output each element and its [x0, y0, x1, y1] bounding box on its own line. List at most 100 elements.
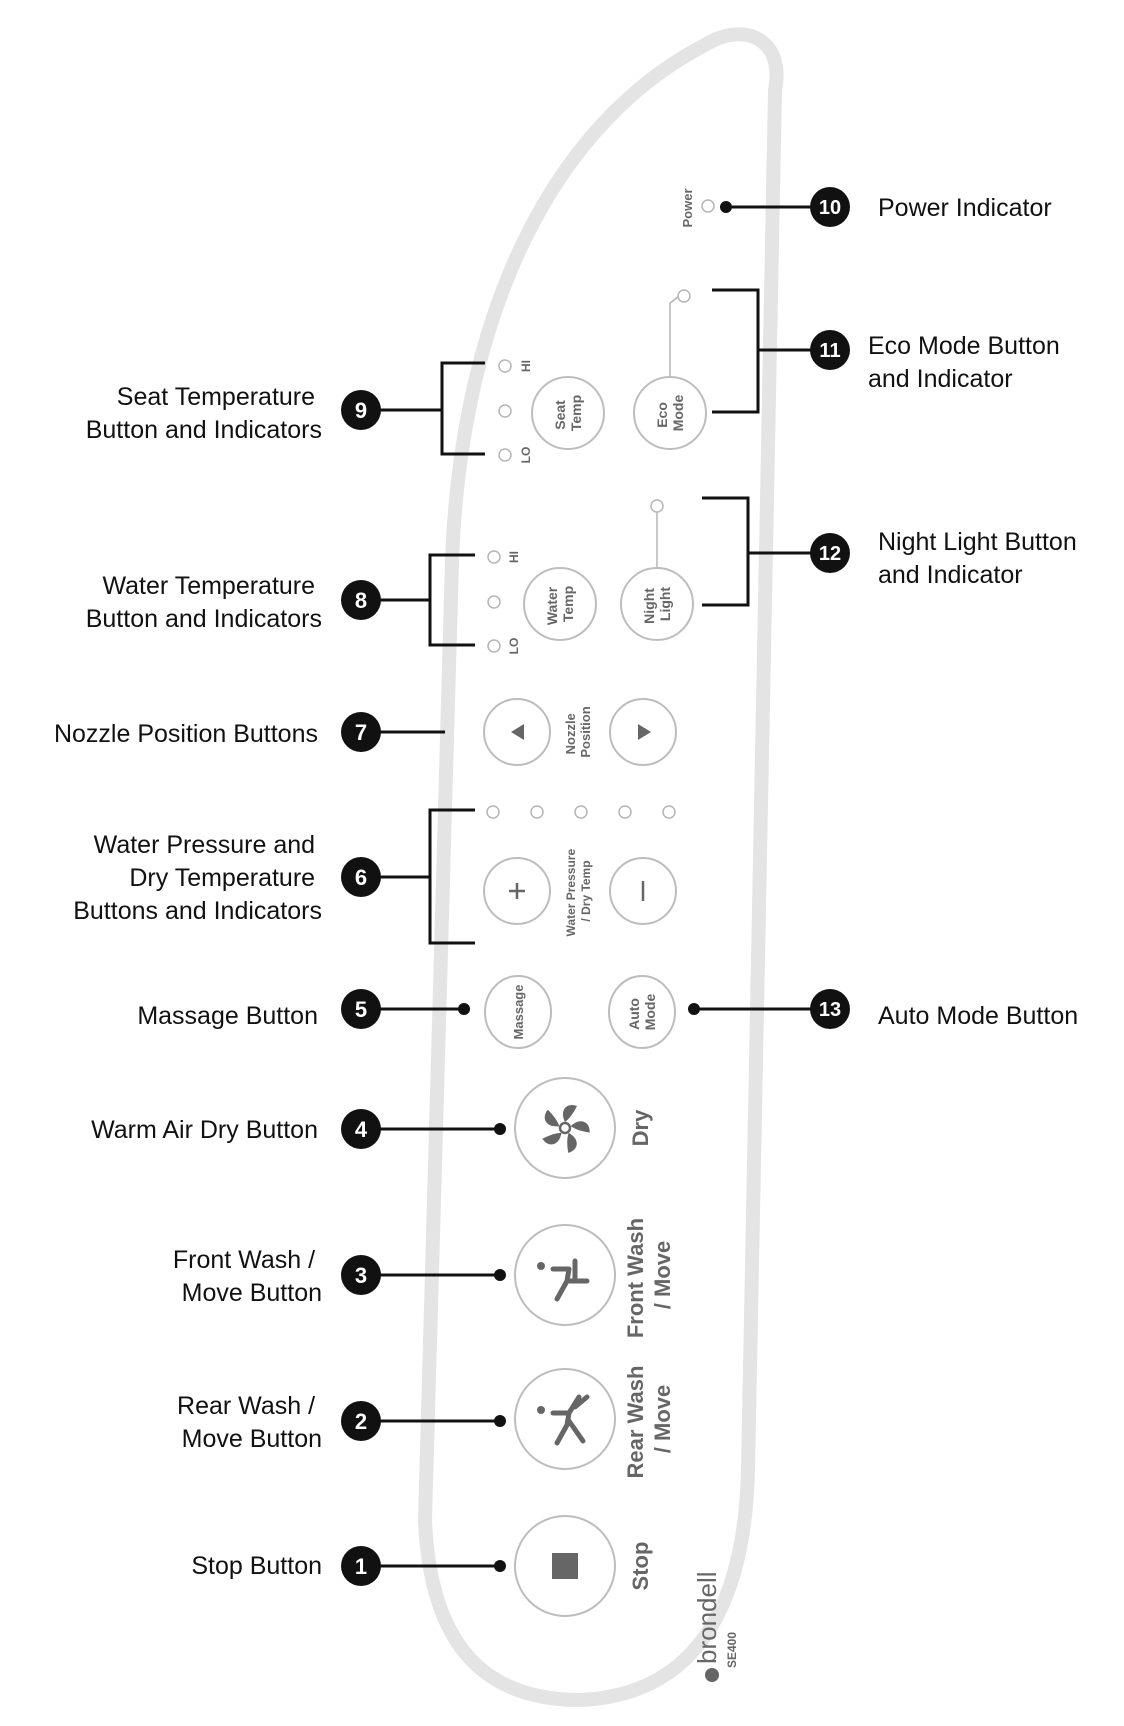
badge-10: 10 — [810, 187, 850, 227]
svg-text:Water Pressure / Dry Temp: Water Pressure / Dry Temp — [564, 846, 593, 937]
badge-2: 2 — [341, 1401, 381, 1441]
power-label: Power — [680, 188, 695, 227]
model-name: SE400 — [725, 1632, 739, 1668]
auto-mode-button[interactable]: Auto Mode — [608, 975, 676, 1049]
nozzle-left-button[interactable] — [483, 698, 551, 766]
label-massage: Massage Button — [137, 1002, 318, 1030]
badge-1: 1 — [341, 1546, 381, 1586]
badge-7: 7 — [341, 712, 381, 752]
water-lo-label: LO — [507, 638, 521, 655]
label-auto-mode: Auto Mode Button — [878, 1002, 1078, 1030]
power-indicator: Power — [680, 188, 715, 228]
label-front-wash: Front Wash / Move Button — [173, 1246, 322, 1307]
plus-icon — [509, 883, 525, 899]
svg-text:Auto Mode: Auto Mode — [626, 994, 658, 1031]
night-light-line-1: Night — [641, 588, 657, 624]
dry-button[interactable] — [514, 1077, 616, 1179]
rear-wash-line-1: Rear Wash — [623, 1366, 648, 1479]
label-water-pressure: Water Pressure and Dry Temperature Butto… — [73, 831, 322, 925]
label-stop-button: Stop Button — [191, 1552, 322, 1580]
svg-text:Nozzle Position: Nozzle Position — [563, 706, 593, 757]
triangle-right-icon — [638, 724, 651, 740]
massage-button[interactable]: Massage — [484, 975, 552, 1049]
label-warm-air-dry: Warm Air Dry Button — [91, 1116, 318, 1144]
front-wash-icon — [537, 1258, 590, 1302]
eco-mode-indicator — [669, 289, 691, 380]
label-water-temp: Water Temperature Button and Indicators — [86, 572, 322, 633]
label-power-indicator: Power Indicator — [878, 194, 1052, 222]
rear-wash-button[interactable] — [514, 1368, 616, 1470]
svg-text:4: 4 — [355, 1117, 368, 1142]
badge-9: 9 — [341, 390, 381, 430]
svg-text:Rear Wash / Move: Rear Wash / Move — [623, 1359, 675, 1478]
nozzle-label-line-2: Position — [578, 706, 593, 757]
auto-mode-line-2: Mode — [642, 994, 658, 1031]
nozzle-right-button[interactable] — [609, 698, 677, 766]
svg-text:9: 9 — [355, 398, 367, 423]
svg-text:Front Wash / Move: Front Wash / Move — [623, 1212, 675, 1338]
label-eco-mode: Eco Mode Button and Indicator — [868, 332, 1067, 393]
seat-temp-indicators: HI LO — [498, 359, 533, 464]
water-pressure-indicators — [486, 805, 676, 819]
svg-text:7: 7 — [355, 720, 367, 745]
water-pressure-line-1: Water Pressure — [564, 849, 578, 937]
water-temp-indicators: HI LO — [487, 550, 521, 655]
water-hi-label: HI — [507, 551, 521, 563]
massage-label: Massage — [511, 985, 526, 1040]
svg-text:Eco Mode: Eco Mode — [654, 395, 686, 432]
water-pressure-plus-button[interactable] — [483, 857, 551, 925]
triangle-left-icon — [511, 724, 524, 740]
stop-button[interactable] — [514, 1515, 616, 1617]
badge-11: 11 — [810, 330, 850, 370]
nozzle-label-line-1: Nozzle — [563, 713, 578, 754]
callout-labels: Stop Button Rear Wash / Move Button Fron… — [54, 194, 1084, 1580]
badge-12: 12 — [810, 533, 850, 573]
label-nozzle-position: Nozzle Position Buttons — [54, 720, 318, 748]
svg-text:2: 2 — [355, 1409, 367, 1434]
front-wash-button[interactable] — [514, 1224, 616, 1326]
svg-text:Seat Temp: Seat Temp — [552, 395, 584, 431]
water-temp-line-2: Temp — [560, 586, 576, 622]
svg-text:Night Light: Night Light — [641, 584, 673, 624]
seat-temp-line-2: Temp — [568, 395, 584, 431]
eco-mode-line-2: Mode — [670, 395, 686, 432]
svg-text:6: 6 — [355, 865, 367, 890]
svg-text:12: 12 — [819, 543, 841, 565]
svg-text:5: 5 — [355, 997, 367, 1022]
night-light-line-2: Light — [657, 587, 673, 622]
eco-mode-line-1: Eco — [654, 402, 670, 428]
label-seat-temp: Seat Temperature Button and Indicators — [86, 383, 322, 444]
stop-square-icon — [552, 1553, 578, 1579]
svg-text:11: 11 — [819, 340, 840, 362]
water-pressure-line-2: / Dry Temp — [579, 860, 593, 921]
rear-wash-line-2: / Move — [650, 1385, 675, 1453]
night-light-button[interactable]: Night Light — [620, 567, 694, 641]
rear-wash-icon — [537, 1394, 590, 1446]
badge-6: 6 — [341, 857, 381, 897]
svg-text:3: 3 — [355, 1263, 367, 1288]
label-rear-wash: Rear Wash / Move Button — [177, 1392, 322, 1453]
auto-mode-line-1: Auto — [626, 998, 642, 1030]
water-pressure-minus-button[interactable] — [609, 857, 677, 925]
brand-logo: brondell SE400 — [692, 1571, 739, 1682]
badge-4: 4 — [341, 1109, 381, 1149]
brand-name: brondell — [692, 1571, 722, 1664]
water-temp-button[interactable]: Water Temp — [523, 567, 597, 641]
seat-temp-button[interactable]: Seat Temp — [531, 376, 605, 450]
water-temp-line-1: Water — [544, 586, 560, 625]
callout-badges: 1 2 3 4 5 6 7 8 9 10 11 12 13 — [341, 187, 850, 1586]
stop-label: Stop — [628, 1542, 653, 1591]
svg-text:8: 8 — [355, 588, 367, 613]
svg-text:Water Temp: Water Temp — [544, 583, 576, 625]
badge-3: 3 — [341, 1255, 381, 1295]
eco-mode-button[interactable]: Eco Mode — [633, 376, 707, 450]
svg-text:1: 1 — [355, 1554, 367, 1579]
dry-label: Dry — [628, 1109, 653, 1146]
front-wash-line-2: / Move — [650, 1241, 675, 1309]
label-night-light: Night Light Button and Indicator — [878, 528, 1084, 589]
seat-lo-label: LO — [519, 447, 533, 464]
fan-icon — [542, 1104, 590, 1153]
night-light-indicator — [650, 499, 664, 570]
seat-hi-label: HI — [519, 360, 533, 372]
